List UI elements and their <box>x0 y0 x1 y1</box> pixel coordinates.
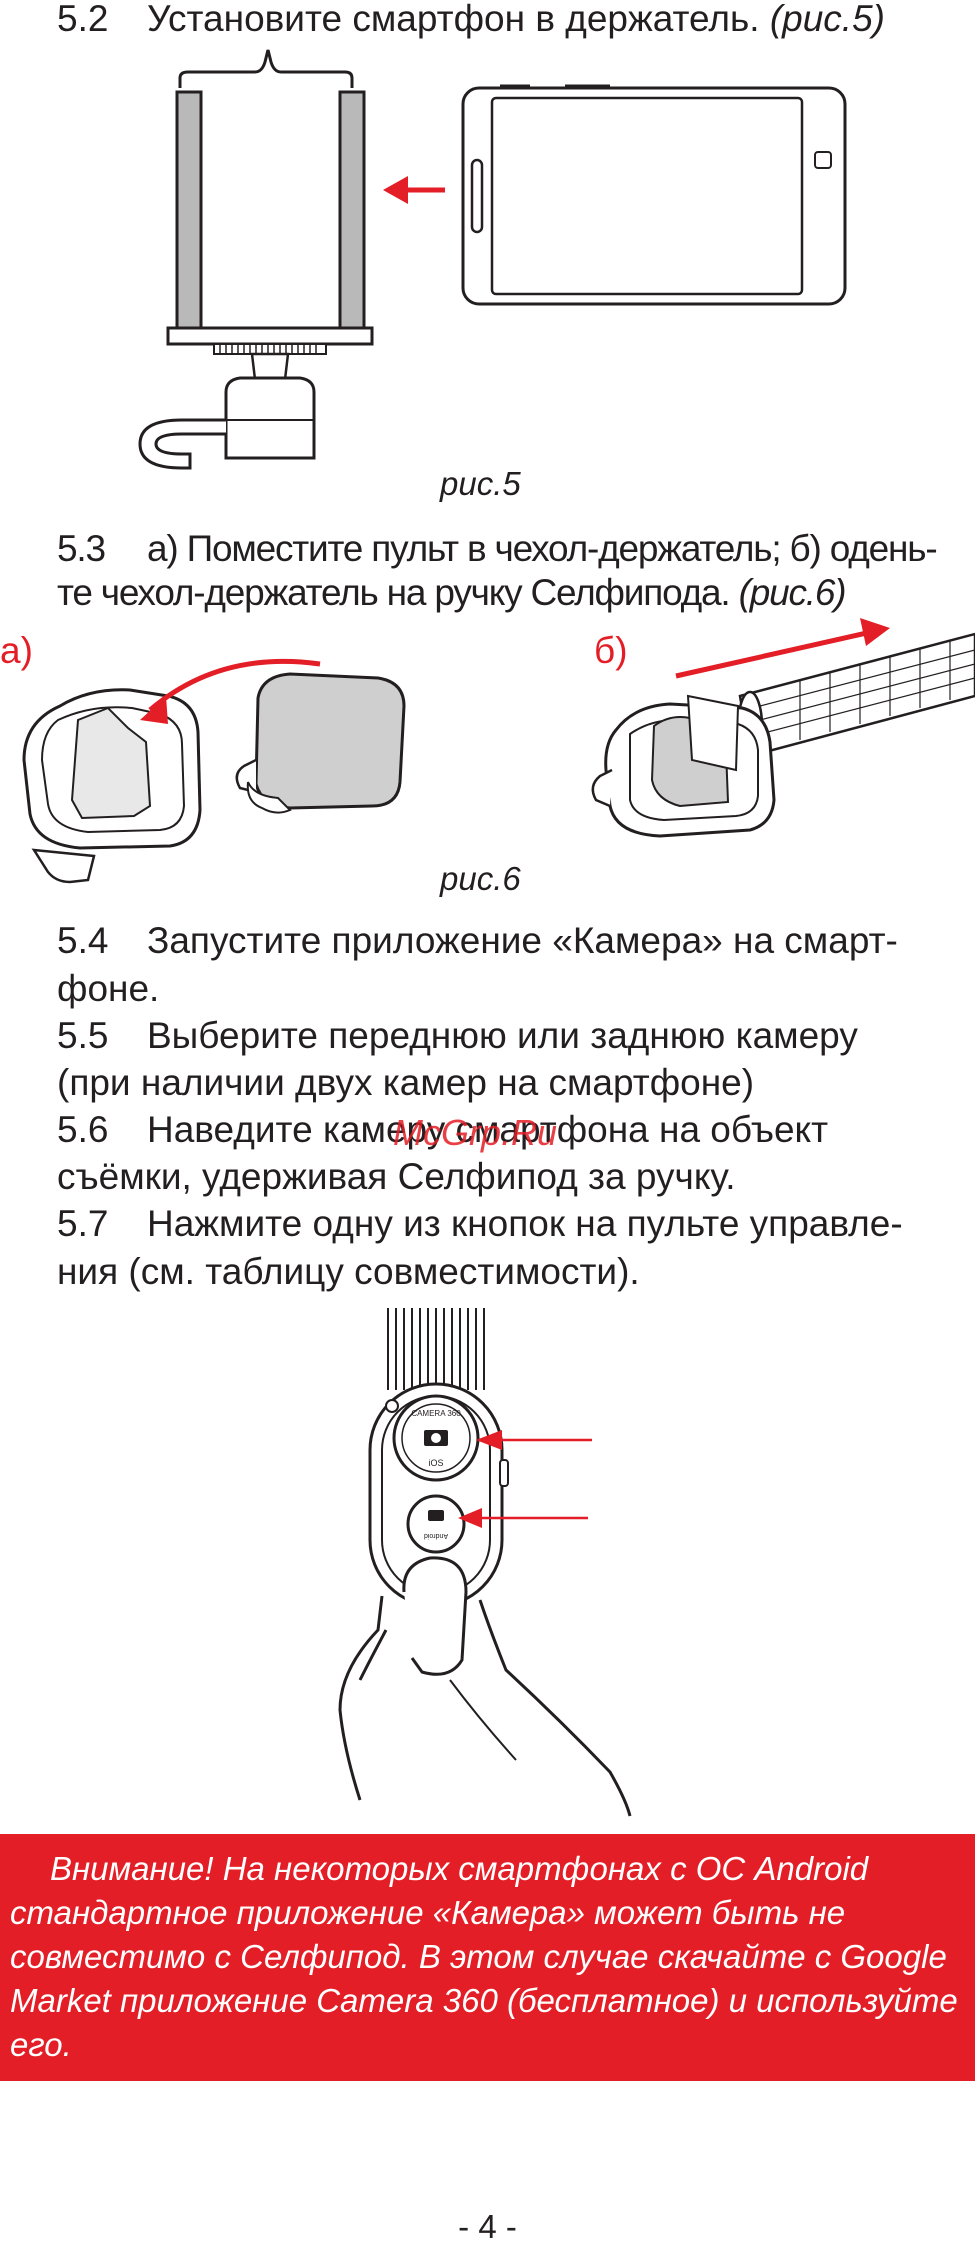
step-5-6-line-1: 5.6 Наведите камеру смартфона на объект <box>57 1107 828 1153</box>
top-button-os: iOS <box>428 1458 443 1468</box>
step-number: 5.4 <box>57 920 109 961</box>
step-5-7-line-1: 5.7 Нажмите одну из кнопок на пульте упра… <box>57 1201 903 1247</box>
camera-icon <box>428 1510 444 1521</box>
step-5-3-line-2: те чехол-держатель на ручку Селфипода. (… <box>57 570 847 616</box>
step-text: Выберите переднюю или заднюю камеру <box>147 1015 858 1056</box>
figure-6-label-b: б) <box>594 630 628 671</box>
figure-6b-case-on-handle <box>591 618 975 838</box>
warning-box: Внимание! На некоторых смартфонах с ОС A… <box>0 1834 975 2081</box>
figure-6-label-a: а) <box>0 630 33 671</box>
figure-6a-remote-into-case <box>22 658 406 884</box>
step-5-4-line-2: фоне. <box>57 968 160 1009</box>
bracket-icon <box>178 49 354 88</box>
step-5-5-line-2: (при наличии двух камер на смартфоне) <box>57 1062 755 1103</box>
step-5-3-line-1: 5.3 а) Поместите пульт в чехол-держатель;… <box>57 526 938 572</box>
step-5-4-line-1: 5.4 Запустите приложение «Камера» на смар… <box>57 918 898 964</box>
figure-6-caption: рис.6 <box>440 860 521 897</box>
slide-arrow-icon <box>675 627 881 679</box>
step-number: 5.3 <box>57 528 106 569</box>
step-5-2: 5.2 Установите смартфон в держатель. (рис… <box>57 0 885 42</box>
step-number: 5.6 <box>57 1109 109 1150</box>
figure-5-caption: рис.5 <box>440 465 521 502</box>
step-number: 5.7 <box>57 1203 109 1244</box>
step-5-7-line-2: ния (см. таблицу совместимости). <box>57 1251 640 1292</box>
holder-right-pad <box>338 90 366 330</box>
step-5-6-line-2: съёмки, удерживая Селфипод за ручку. <box>57 1156 736 1197</box>
figure-remote-in-hand: CAMERA 360 iOS Android <box>338 1308 632 1817</box>
figure-5-holder-and-phone <box>138 49 847 470</box>
step-text: Наведите камеру смартфона на объект <box>147 1109 829 1150</box>
step-text: Установите смартфон в держатель. <box>147 0 760 39</box>
step-number: 5.2 <box>57 0 109 39</box>
step-5-5-line-1: 5.5 Выберите переднюю или заднюю камеру <box>57 1013 858 1059</box>
hand-icon <box>338 1595 388 1801</box>
holder-left-pad <box>175 90 203 330</box>
step-text: те чехол-держатель на ручку Селфипода. <box>57 572 731 613</box>
holder-mount <box>224 376 316 460</box>
holder-clip <box>138 418 226 470</box>
top-button-label: CAMERA 360 <box>411 1409 461 1418</box>
step-text: Нажмите одну из кнопок на пульте управле… <box>147 1203 903 1244</box>
figure-reference: (рис.6) <box>738 572 847 613</box>
remote-icon <box>254 672 406 810</box>
holder-base <box>166 326 374 346</box>
step-text: а) Поместите пульт в чехол-держатель; б)… <box>147 528 938 569</box>
thumb-icon <box>402 1556 468 1676</box>
figure-reference: (рис.5) <box>769 0 885 39</box>
step-text: Запустите приложение «Камера» на смарт- <box>147 920 898 961</box>
smartphone-home-button <box>470 158 484 234</box>
watermark: McGrp.Ru <box>393 1112 558 1153</box>
bottom-button-label: Android <box>424 1532 448 1539</box>
smartphone-screen <box>490 96 804 296</box>
android-button[interactable] <box>406 1494 466 1554</box>
page-number: - 4 - <box>458 2208 517 2245</box>
move-arrow-icon <box>148 658 321 712</box>
step-number: 5.5 <box>57 1015 109 1056</box>
warning-text: Внимание! На некоторых смартфонах с ОС A… <box>10 1850 958 2063</box>
